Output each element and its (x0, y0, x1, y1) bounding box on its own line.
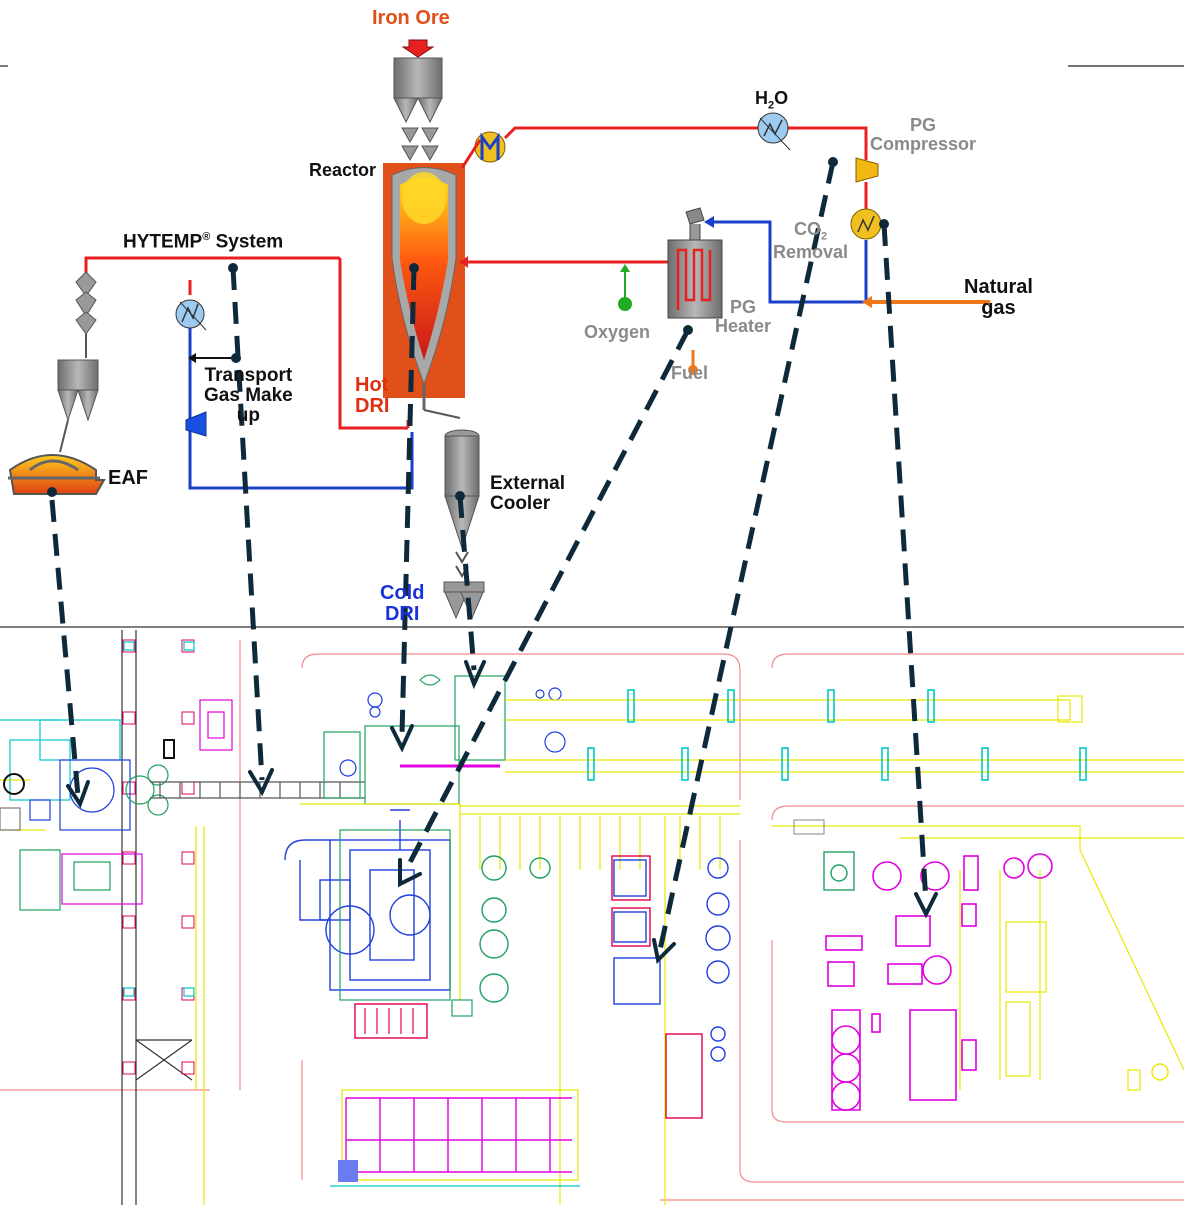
hopper-icon (58, 272, 98, 452)
h2o-label: H2O (755, 89, 788, 112)
mapping-arrows (52, 162, 926, 950)
natural-gas-label: Natural gas (964, 277, 1033, 319)
furnace-icon (8, 455, 104, 494)
hytemp-system-label: HYTEMP® System (123, 232, 283, 252)
iron-ore-label: Iron Ore (372, 8, 450, 29)
reactor (383, 163, 465, 410)
compressor-icon (856, 158, 878, 182)
fuel-label: Fuel (671, 364, 708, 383)
transport-gas-label: Transport Gas Make up (204, 366, 293, 426)
pg-heater-label: PG Heater (715, 298, 771, 336)
eaf-label: EAF (108, 468, 148, 489)
external-cooler-label: External Cooler (490, 474, 565, 514)
plant-layout-plan (0, 630, 1184, 1205)
external-cooler (424, 410, 484, 618)
hot-gas-lines (86, 128, 866, 428)
reactor-label: Reactor (309, 161, 376, 180)
hot-dri-label: Hot DRI (355, 375, 389, 417)
heat-exchanger-icon (758, 113, 790, 150)
cold-dri-label: Cold DRI (380, 583, 424, 625)
pg-compressor-label: PG Compressor (870, 116, 976, 154)
heat-exchanger-icon (176, 300, 206, 330)
oxygen-label: Oxygen (584, 323, 650, 342)
oxygen-source (618, 297, 632, 311)
hopper-icon (394, 58, 442, 160)
iron-ore-feed-arrow (403, 40, 433, 57)
motor-icon (475, 132, 505, 162)
heat-exchanger-icon (851, 209, 881, 239)
